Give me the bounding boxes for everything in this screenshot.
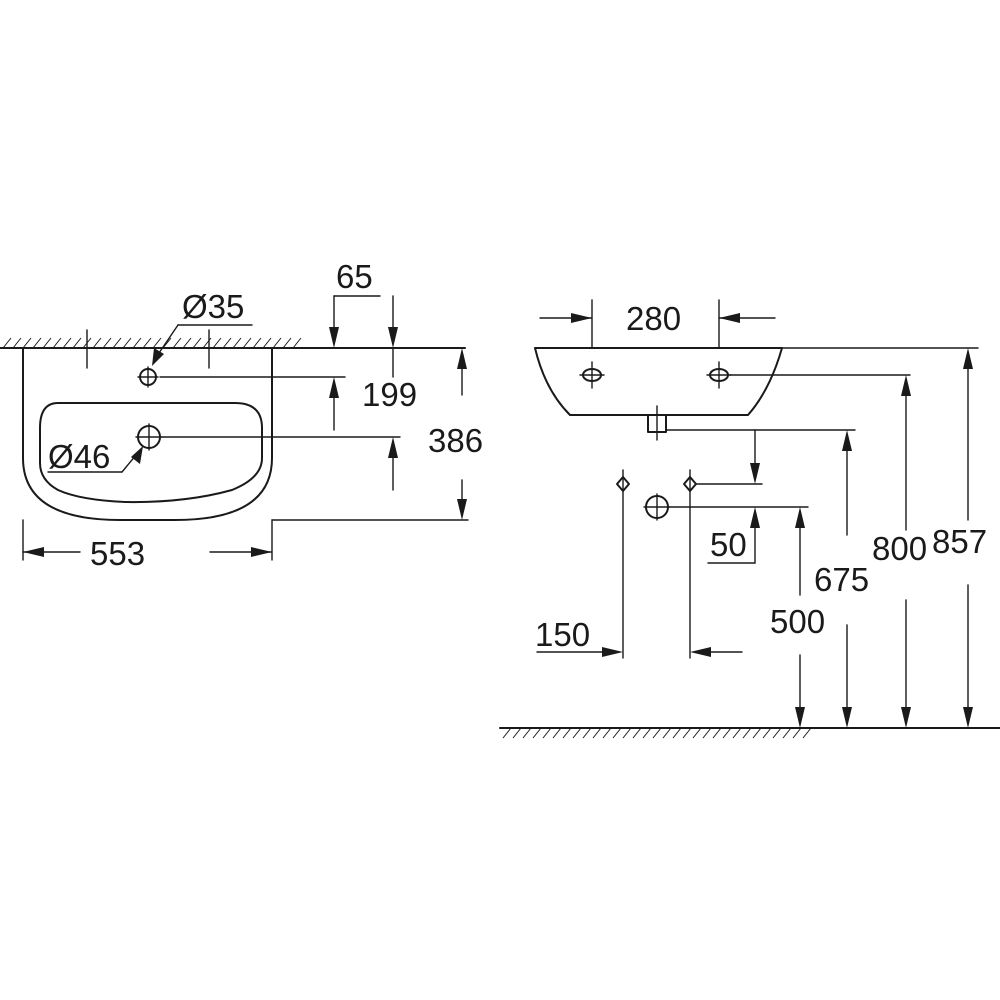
floor-line [499, 727, 1000, 739]
fixing-height-dimension: 800 [872, 530, 927, 567]
wall-line [0, 337, 466, 349]
supply-height-dimension: 500 [770, 603, 825, 640]
supply-spacing-dimension: 150 [535, 616, 590, 653]
fixing-hole-left [579, 361, 605, 389]
rim-height-dimension: 857 [932, 523, 987, 560]
basin-depth-dimension: 386 [428, 422, 483, 459]
waste-outlet [647, 405, 856, 441]
fixing-hole-right [706, 361, 732, 389]
basin-bowl [39, 402, 263, 504]
waste-height-dimension: 675 [814, 561, 869, 598]
side-view: 280 50 150 500 675 800 [499, 299, 1000, 739]
overflow-diameter-label: Ø46 [48, 438, 110, 475]
waste-pipe-connection [643, 493, 809, 521]
drain-offset-dimension: 50 [710, 526, 747, 563]
tap-hole [137, 366, 346, 388]
supply-valve-left [616, 469, 630, 659]
tap-to-overflow-dimension: 199 [362, 376, 417, 413]
basin-profile [534, 347, 783, 416]
fixing-spacing-dimension: 280 [626, 300, 681, 337]
supply-valve-right [683, 469, 763, 659]
basin-outline [22, 347, 273, 521]
top-view: Ø35 Ø46 65 199 386 553 [0, 258, 483, 572]
overflow-hole [135, 423, 401, 451]
basin-width-dimension: 553 [90, 535, 145, 572]
wall-offset-dimension: 65 [336, 258, 373, 295]
tap-hole-diameter-label: Ø35 [182, 288, 244, 325]
